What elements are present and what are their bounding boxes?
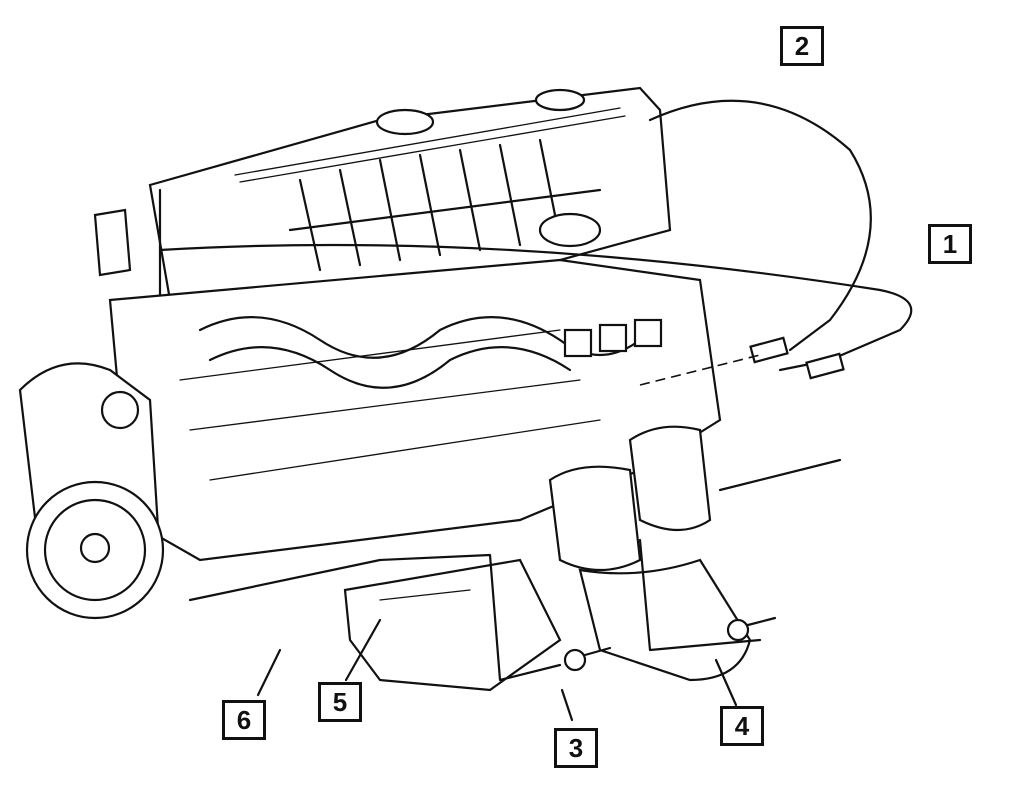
exhaust-pipe-tube (638, 538, 762, 652)
callout-2: 2 (780, 26, 824, 66)
catalytic-converter (548, 425, 752, 682)
intake-manifold (288, 138, 602, 272)
exhaust-manifold (198, 316, 663, 389)
mounting-studs (563, 458, 842, 672)
callout-4: 4 (720, 706, 764, 746)
sensor-wire-downstream (158, 243, 913, 372)
oil-pan (343, 558, 562, 692)
callout-5: 5 (318, 682, 362, 722)
crankshaft-pulley (18, 362, 165, 620)
oil-line (188, 553, 562, 682)
sensor-wire-upstream (648, 99, 872, 352)
water-outlet (93, 208, 132, 277)
callout-1: 1 (928, 224, 972, 264)
leader-lines (256, 618, 738, 722)
callout-3: 3 (554, 728, 598, 768)
callout-6: 6 (222, 700, 266, 740)
